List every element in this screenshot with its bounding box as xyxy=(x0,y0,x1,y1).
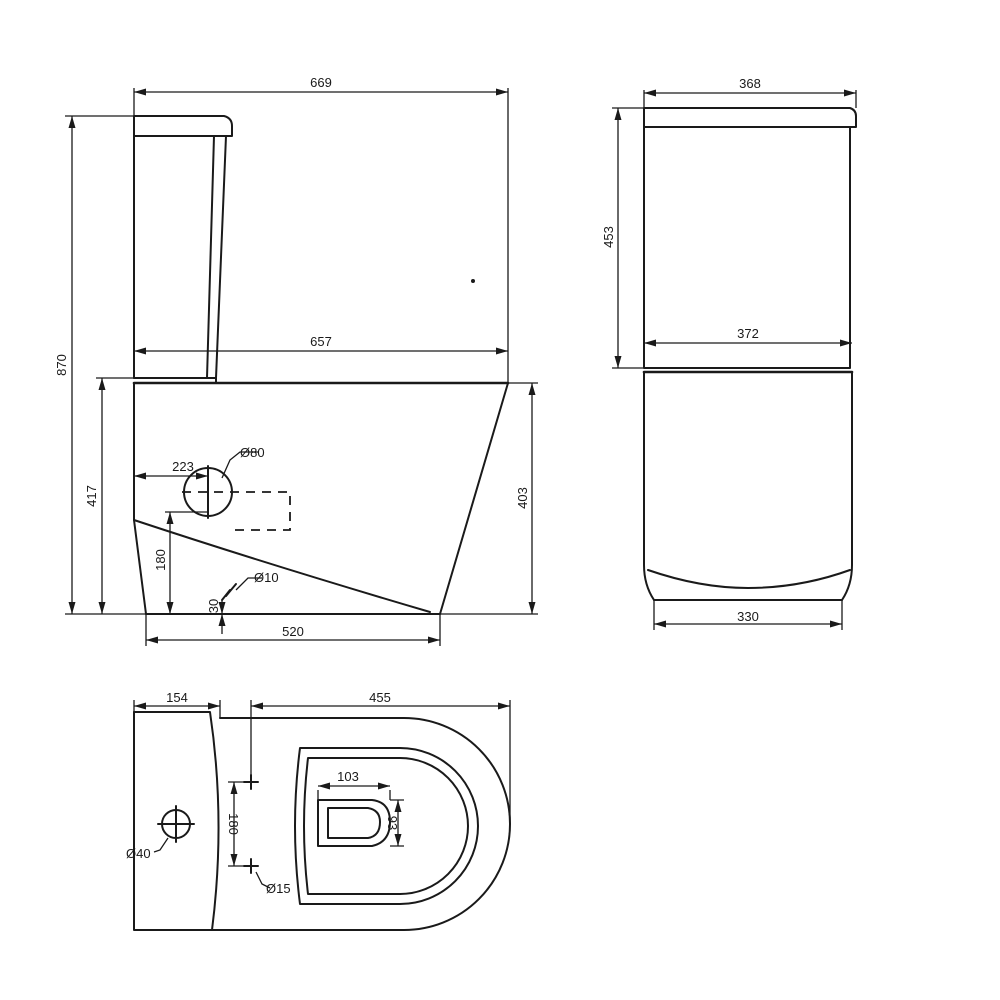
top-seat-inner xyxy=(303,757,469,895)
top-bowl-inner xyxy=(327,807,381,839)
dim-outlet-diameter: Ø80 xyxy=(240,445,265,460)
top-cistern-edge xyxy=(133,711,220,931)
dim-top-pan-depth: 455 xyxy=(369,690,391,705)
dim-floor-hole-diameter: Ø15 xyxy=(266,881,291,896)
dim-outlet-height: 180 xyxy=(153,549,168,571)
dim-base-width: 330 xyxy=(737,609,759,624)
dim-base-length: 520 xyxy=(282,624,304,639)
dim-tank-width: 368 xyxy=(739,76,761,91)
side-marker-dot xyxy=(471,279,475,283)
side-pan-rear xyxy=(133,382,147,615)
dim-inlet-diameter: Ø40 xyxy=(126,846,151,861)
front-view xyxy=(642,107,857,601)
dim-opening-depth: 93 xyxy=(385,816,400,830)
dim-pan-rear-height: 403 xyxy=(515,487,530,509)
front-pan-sides xyxy=(643,371,853,601)
front-view-dimensions xyxy=(612,89,857,630)
side-cistern-foot xyxy=(133,377,217,384)
dim-tank-height: 453 xyxy=(601,226,616,248)
dim-fixing-hole-diameter: Ø10 xyxy=(254,570,279,585)
dim-fixing-hole-height: 30 xyxy=(206,599,221,613)
dim-tank-depth: 657 xyxy=(310,334,332,349)
top-bowl-opening xyxy=(317,799,391,847)
dim-top-tank-depth: 154 xyxy=(166,690,188,705)
top-outline xyxy=(133,711,511,931)
dim-opening-width: 103 xyxy=(337,769,359,784)
side-cistern-body xyxy=(133,135,227,379)
top-view xyxy=(133,711,511,931)
dim-outlet-offset: 223 xyxy=(172,459,194,474)
front-cistern-lid xyxy=(643,107,857,128)
dim-hole-spacing: 180 xyxy=(226,813,241,835)
side-pan-sweep xyxy=(133,519,431,613)
dim-overall-height: 870 xyxy=(54,354,69,376)
dim-pan-height: 417 xyxy=(84,485,99,507)
top-view-dimensions xyxy=(133,700,511,889)
side-outlet-centerline xyxy=(182,491,291,531)
front-cistern-body xyxy=(643,126,851,369)
top-inlet-cross xyxy=(157,805,195,843)
side-view-dimensions xyxy=(65,88,538,646)
dim-pan-width: 372 xyxy=(737,326,759,341)
front-pan-sweep xyxy=(647,569,851,589)
side-cistern-lid xyxy=(133,115,233,137)
dim-overall-depth: 669 xyxy=(310,75,332,90)
side-pan-front xyxy=(439,382,509,615)
side-view xyxy=(132,115,510,615)
top-seat-outer xyxy=(294,747,479,905)
